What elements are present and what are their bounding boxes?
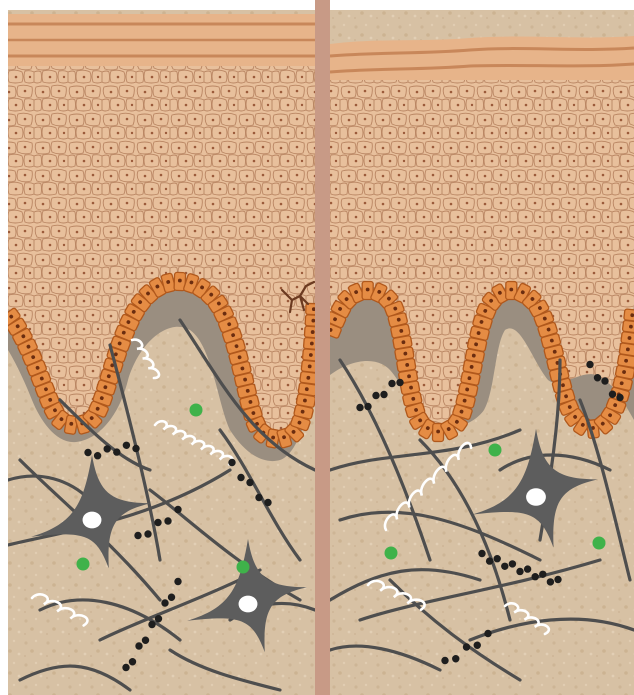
panel-right-aged-skin xyxy=(321,10,634,695)
basal-cell xyxy=(622,320,634,333)
panel-left-young-skin xyxy=(0,10,324,695)
basal-cell xyxy=(619,343,634,357)
hyaluronic-dot-icon xyxy=(190,404,203,417)
stratum-corneum-right xyxy=(330,36,634,80)
hyaluronic-dot-icon xyxy=(385,547,398,560)
hyaluronic-dot-icon xyxy=(77,558,90,571)
basal-cell xyxy=(621,332,634,345)
hyaluronic-dot-icon xyxy=(237,561,250,574)
hyaluronic-dot-icon xyxy=(593,537,606,550)
basal-cell xyxy=(624,309,634,322)
panel-divider xyxy=(315,0,330,695)
hyaluronic-dot-icon xyxy=(489,444,502,457)
